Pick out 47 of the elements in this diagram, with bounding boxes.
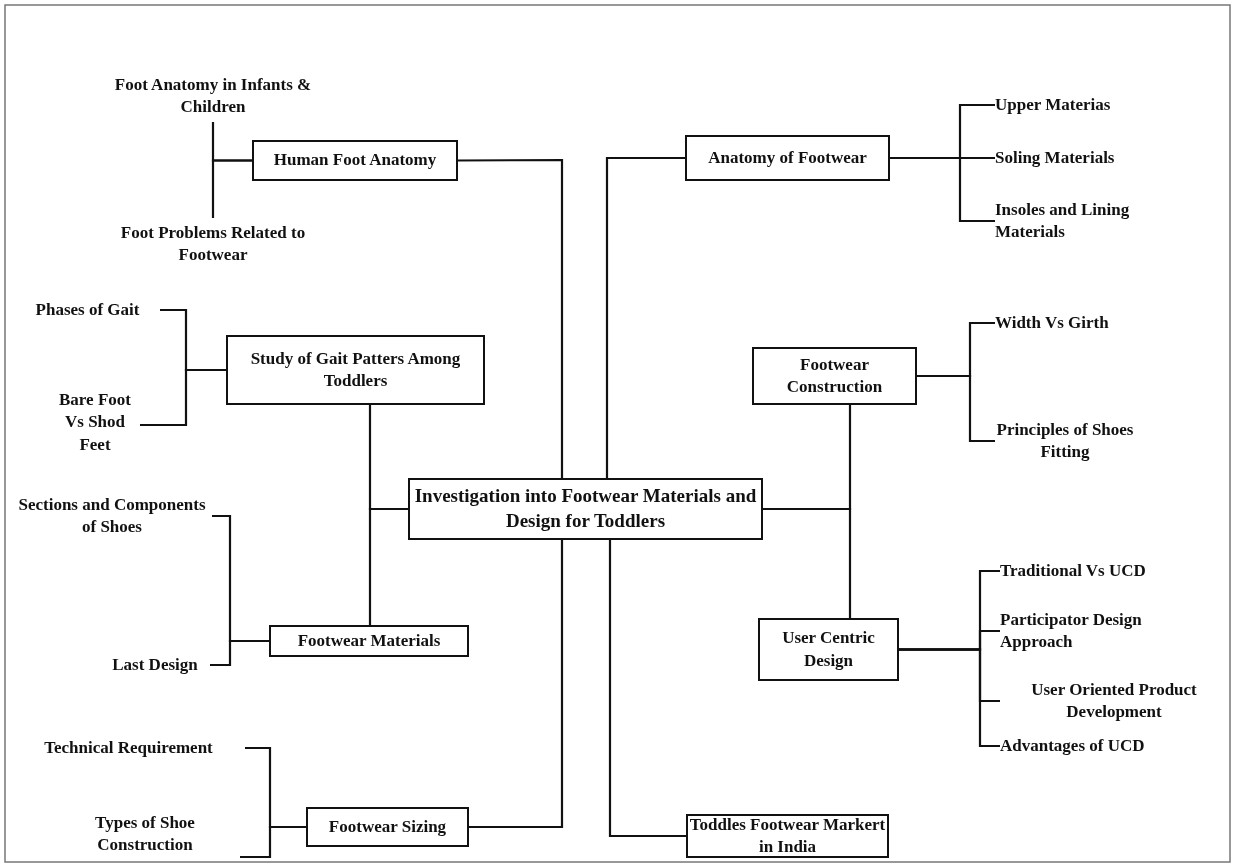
subtopic-label: Principles of Shoes Fitting <box>995 415 1135 467</box>
subtopic-label: Phases of Gait <box>15 297 160 323</box>
subtopic-label: Insoles and Lining Materials <box>995 195 1185 247</box>
subtopic-label: Traditional Vs UCD <box>1000 558 1190 584</box>
subtopic-label: Sections and Components of Shoes <box>12 490 212 542</box>
connector-line <box>240 825 306 859</box>
subtopic-label: Technical Requirement <box>12 735 245 761</box>
subtopic-label: Advantages of UCD <box>1000 733 1190 759</box>
connector-line <box>140 368 226 427</box>
box-label: Footwear Construction <box>785 353 884 398</box>
connector-line <box>608 540 686 838</box>
connector-line <box>210 639 269 667</box>
connector-line <box>469 540 564 829</box>
subtopic-label: Foot Problems Related to Footwear <box>85 218 341 270</box>
connector-line <box>605 156 685 478</box>
topic-box <box>758 618 899 681</box>
connector-line <box>458 158 564 478</box>
box-label: Human Foot Anatomy <box>273 149 437 172</box>
subtopic-label: User Oriented Product Development <box>1000 675 1228 727</box>
subtopic-label: Last Design <box>100 652 210 678</box>
subtopic-label: Foot Anatomy in Infants & Children <box>95 70 331 122</box>
connector-line <box>890 156 995 223</box>
topic-box <box>269 625 469 657</box>
subtopic-label: Participator Design Approach <box>1000 605 1180 657</box>
topic-box <box>752 347 917 405</box>
connector-line <box>368 507 408 625</box>
box-label: Footwear Sizing <box>328 815 447 838</box>
box-label: Footwear Materials <box>297 629 441 652</box>
topic-box <box>306 807 469 847</box>
box-label: Anatomy of Footwear <box>708 146 867 169</box>
subtopic-label: Types of Shoe Construction <box>50 808 240 860</box>
connector-line <box>917 374 995 443</box>
subtopic-label: Width Vs Girth <box>995 310 1135 336</box>
topic-box <box>252 140 458 181</box>
box-label: User Centric Design <box>781 627 876 672</box>
subtopic-label: Upper Materias <box>995 92 1135 118</box>
connector-line <box>899 648 1000 748</box>
subtopic-label: Soling Materials <box>995 145 1145 171</box>
box-label: Study of Gait Patters Among Toddlers <box>249 347 462 392</box>
connector-line <box>211 159 252 218</box>
subtopic-label: Bare Foot Vs Shod Feet <box>50 385 140 460</box>
box-label: Investigation into Footwear Materials and Design for Toddlers <box>413 484 758 533</box>
box-label: Toddles Footwear Markert in India <box>688 813 887 858</box>
topic-box <box>685 135 890 181</box>
connector-line <box>763 507 852 618</box>
topic-box <box>226 335 485 405</box>
central-topic-box <box>408 478 763 540</box>
